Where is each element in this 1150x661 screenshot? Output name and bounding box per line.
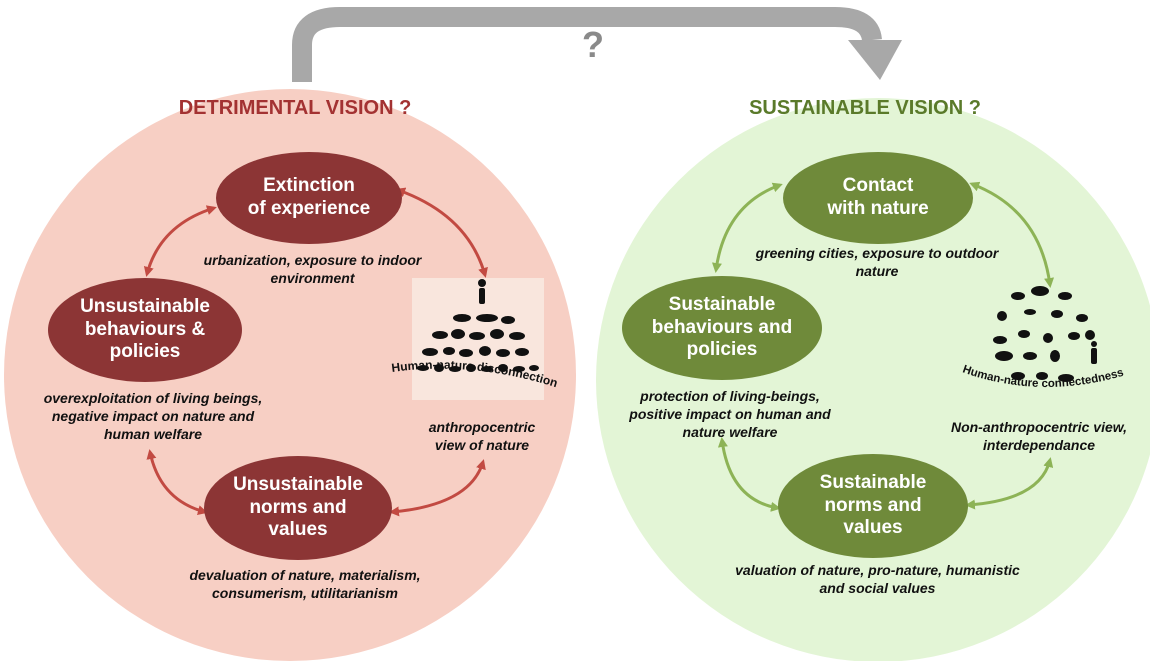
node-label: Unsustainable norms and values xyxy=(233,473,363,541)
node-contact-with-nature: Contact with nature xyxy=(783,152,973,244)
left-arrow-top-to-right xyxy=(395,187,488,278)
node-unsustainable-behaviours: Unsustainable behaviours & policies xyxy=(48,278,242,382)
node-sustainable-norms: Sustainable norms and values xyxy=(778,454,968,558)
right-arrow-top-to-right xyxy=(969,181,1055,288)
node-label: Extinction of experience xyxy=(247,175,371,219)
node-label: Sustainable norms and values xyxy=(819,471,927,539)
right-arrow-bottom-to-right xyxy=(965,457,1054,510)
caption-right-left: protection of living-beings, positive im… xyxy=(629,388,831,441)
node-unsustainable-norms: Unsustainable norms and values xyxy=(204,456,392,560)
caption-left-bottom: devaluation of nature, materialism, cons… xyxy=(189,567,421,602)
human-nature-disconnection-illustration: Human-nature disconnection xyxy=(391,278,559,400)
node-label: Sustainable behaviours and policies xyxy=(651,293,793,361)
node-label: Unsustainable behaviours & policies xyxy=(80,295,210,363)
right-arrow-top-to-left xyxy=(712,182,783,273)
caption-right-top: greening cities, exposure to outdoor nat… xyxy=(755,245,999,280)
caption-left-right: anthropocentric view of nature xyxy=(428,419,536,454)
left-arrow-top-to-left xyxy=(143,205,217,277)
caption-right-right: Non-anthropocentric view, interdependanc… xyxy=(950,419,1128,454)
node-extinction-of-experience: Extinction of experience xyxy=(216,152,402,244)
caption-right-bottom: valuation of nature, pro-nature, humanis… xyxy=(735,562,1020,597)
right-arrow-left-to-bottom xyxy=(717,437,781,512)
caption-left-top: urbanization, exposure to indoor environ… xyxy=(203,252,422,287)
left-cycle-arrows xyxy=(143,187,488,517)
question-mark: ? xyxy=(582,24,604,65)
right-panel-title: SUSTAINABLE VISION ? xyxy=(749,97,981,119)
node-sustainable-behaviours: Sustainable behaviours and policies xyxy=(622,276,822,380)
left-panel-title: DETRIMENTAL VISION ? xyxy=(178,97,412,119)
left-arrow-left-to-bottom xyxy=(146,449,208,516)
left-arrow-bottom-to-right xyxy=(389,459,486,517)
transition-arrow xyxy=(292,6,882,82)
node-label: Contact with nature xyxy=(827,175,929,219)
right-cycle-arrows xyxy=(712,181,1055,512)
caption-left-left: overexploitation of living beings, negat… xyxy=(43,390,263,443)
transition-arrow-head xyxy=(848,40,902,80)
